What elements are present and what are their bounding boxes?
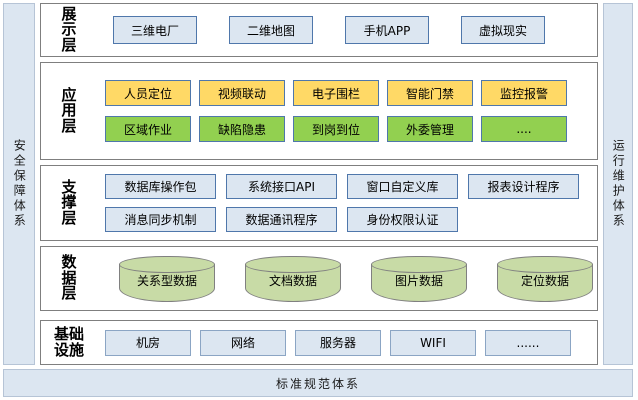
node-support-row2-spacer bbox=[468, 207, 579, 232]
cylinder-document-data[interactable]: 文档数据 bbox=[245, 255, 341, 302]
left-band-label: 安全保障体系 bbox=[12, 139, 27, 229]
right-vertical-band-operations: 运行维护体系 bbox=[603, 3, 633, 365]
node-application-area-operation[interactable]: 区域作业 bbox=[105, 116, 191, 142]
node-support-data-communication[interactable]: 数据通讯程序 bbox=[226, 207, 337, 232]
node-presentation-4[interactable]: 虚拟现实 bbox=[461, 16, 545, 44]
layer-support: 支撑层 数据库操作包 系统接口API 窗口自定义库 报表设计程序 消息同步机制 … bbox=[40, 165, 598, 241]
layer-application-row-2: 区域作业 缺陷隐患 到岗到位 外委管理 .... bbox=[103, 116, 591, 142]
node-application-electronic-fence[interactable]: 电子围栏 bbox=[293, 80, 379, 106]
cylinder-image-data[interactable]: 图片数据 bbox=[371, 255, 467, 302]
cylinder-top-icon bbox=[497, 255, 593, 273]
layer-data: 数据层 关系型数据 文档数据 图片数据 bbox=[40, 246, 598, 311]
layer-infrastructure-row-1: 机房 网络 服务器 WIFI ...... bbox=[103, 329, 591, 356]
cylinder-positioning-data[interactable]: 定位数据 bbox=[497, 255, 593, 302]
node-application-post-arrival[interactable]: 到岗到位 bbox=[293, 116, 379, 142]
cylinder-top-icon bbox=[371, 255, 467, 273]
layer-data-label-cell: 数据层 bbox=[41, 247, 97, 310]
layer-application-row-1: 人员定位 视频联动 电子围栏 智能门禁 监控报警 bbox=[103, 80, 591, 106]
layer-data-body: 关系型数据 文档数据 图片数据 定位数据 bbox=[97, 247, 599, 310]
layer-data-label: 数据层 bbox=[61, 253, 77, 303]
left-vertical-band-security: 安全保障体系 bbox=[3, 3, 35, 365]
layer-support-label: 支撑层 bbox=[61, 177, 77, 227]
node-application-outsourcing-mgmt[interactable]: 外委管理 bbox=[387, 116, 473, 142]
cylinder-label-positioning: 定位数据 bbox=[520, 274, 569, 288]
layer-infrastructure: 基础设施 机房 网络 服务器 WIFI ...... bbox=[40, 320, 598, 365]
node-infra-computer-room[interactable]: 机房 bbox=[105, 329, 191, 356]
node-application-smart-access[interactable]: 智能门禁 bbox=[387, 80, 473, 106]
layer-application-body: 人员定位 视频联动 电子围栏 智能门禁 监控报警 区域作业 缺陷隐患 到岗到位 … bbox=[97, 63, 597, 159]
layer-infrastructure-body: 机房 网络 服务器 WIFI ...... bbox=[97, 321, 597, 364]
node-support-report-design-program[interactable]: 报表设计程序 bbox=[468, 174, 579, 199]
layer-application-label-cell: 应用层 bbox=[41, 63, 97, 159]
node-application-personnel-positioning[interactable]: 人员定位 bbox=[105, 80, 191, 106]
layer-support-label-cell: 支撑层 bbox=[41, 166, 97, 240]
node-infra-wifi[interactable]: WIFI bbox=[390, 329, 476, 356]
layer-support-row-2: 消息同步机制 数据通讯程序 身份权限认证 bbox=[103, 207, 591, 232]
cylinder-label-document: 文档数据 bbox=[268, 274, 317, 288]
node-support-identity-auth[interactable]: 身份权限认证 bbox=[347, 207, 458, 232]
layer-presentation-row-1: 三维电厂 二维地图 手机APP 虚拟现实 bbox=[103, 16, 591, 44]
layer-infrastructure-label: 基础设施 bbox=[53, 324, 84, 359]
node-infra-server[interactable]: 服务器 bbox=[295, 329, 381, 356]
node-application-video-linkage[interactable]: 视频联动 bbox=[199, 80, 285, 106]
node-presentation-3[interactable]: 手机APP bbox=[345, 16, 429, 44]
layer-application: 应用层 人员定位 视频联动 电子围栏 智能门禁 监控报警 区域作业 缺陷隐患 到… bbox=[40, 62, 598, 160]
node-application-more[interactable]: .... bbox=[481, 116, 567, 142]
node-application-monitor-alarm[interactable]: 监控报警 bbox=[481, 80, 567, 106]
node-presentation-1[interactable]: 三维电厂 bbox=[113, 16, 197, 44]
node-infra-more[interactable]: ...... bbox=[485, 329, 571, 356]
layer-presentation-label: 展示层 bbox=[61, 4, 77, 54]
node-support-db-operation-package[interactable]: 数据库操作包 bbox=[105, 174, 216, 199]
cylinder-relational-data[interactable]: 关系型数据 bbox=[119, 255, 215, 302]
node-support-window-custom-library[interactable]: 窗口自定义库 bbox=[347, 174, 458, 199]
layer-presentation: 展示层 三维电厂 二维地图 手机APP 虚拟现实 bbox=[40, 3, 598, 57]
layer-presentation-body: 三维电厂 二维地图 手机APP 虚拟现实 bbox=[97, 4, 597, 56]
node-support-system-interface-api[interactable]: 系统接口API bbox=[226, 174, 337, 199]
layer-data-row-1: 关系型数据 文档数据 图片数据 定位数据 bbox=[103, 255, 593, 302]
cylinder-label-image: 图片数据 bbox=[394, 274, 443, 288]
node-presentation-2[interactable]: 二维地图 bbox=[229, 16, 313, 44]
node-infra-network[interactable]: 网络 bbox=[200, 329, 286, 356]
node-support-message-sync[interactable]: 消息同步机制 bbox=[105, 207, 216, 232]
layer-presentation-label-cell: 展示层 bbox=[41, 4, 97, 56]
right-band-label: 运行维护体系 bbox=[611, 139, 626, 229]
cylinder-top-icon bbox=[119, 255, 215, 273]
layer-support-row-1: 数据库操作包 系统接口API 窗口自定义库 报表设计程序 bbox=[103, 174, 591, 199]
layer-application-label: 应用层 bbox=[61, 85, 77, 135]
bottom-bar-label: 标准规范体系 bbox=[275, 376, 360, 391]
node-application-defect-hazard[interactable]: 缺陷隐患 bbox=[199, 116, 285, 142]
layer-infrastructure-label-cell: 基础设施 bbox=[41, 321, 97, 364]
bottom-bar-standards: 标准规范体系 bbox=[3, 369, 633, 397]
cylinder-top-icon bbox=[245, 255, 341, 273]
layer-support-body: 数据库操作包 系统接口API 窗口自定义库 报表设计程序 消息同步机制 数据通讯… bbox=[97, 166, 597, 240]
cylinder-label-relational: 关系型数据 bbox=[136, 274, 197, 288]
